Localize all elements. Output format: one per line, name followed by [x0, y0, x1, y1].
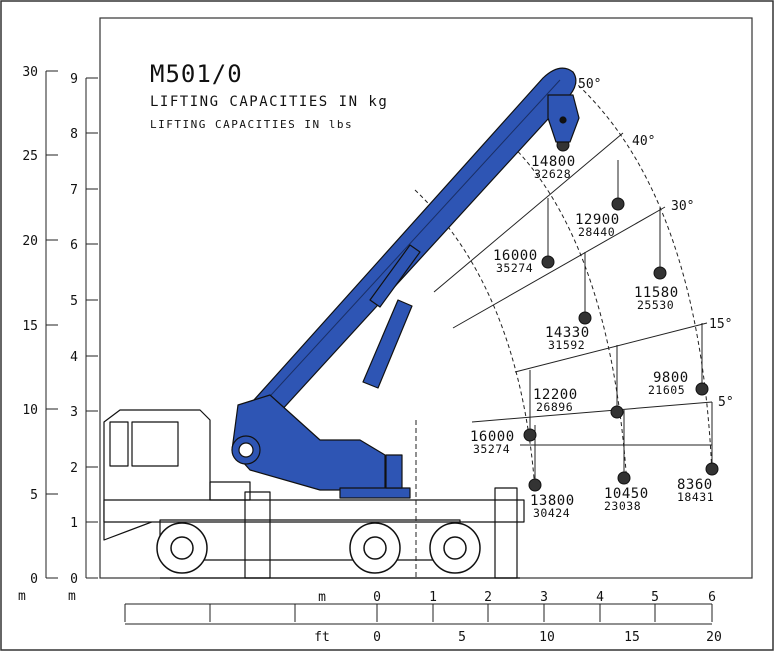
radius-arc-3	[567, 75, 713, 476]
bottom-m-tick: 5	[651, 590, 659, 605]
load-kg: 8360	[677, 477, 713, 493]
load-lbs: 23038	[604, 499, 641, 513]
bottom-ft-tick: 5	[458, 630, 466, 645]
bottom-ft-tick: 20	[706, 630, 722, 645]
left-ft-tick: 20	[22, 234, 38, 249]
left-ft-tick: 10	[22, 403, 38, 418]
load-marker	[528, 478, 542, 492]
left-m-tick: 0	[70, 572, 78, 587]
bottom-m-tick: 0	[373, 590, 381, 605]
left-ft-tick: 25	[22, 149, 38, 164]
left-m-unit: m	[68, 589, 76, 604]
left-m-tick: 5	[70, 294, 78, 309]
subtitle-lbs: LIFTING CAPACITIES IN lbs	[150, 118, 353, 131]
hang-lines	[529, 160, 713, 485]
bottom-ft-unit: ft	[314, 630, 330, 645]
load-lbs: 35274	[473, 442, 510, 456]
crane-boom	[231, 67, 580, 499]
angle-line-5	[471, 401, 713, 423]
angle-label-15: 15°	[709, 317, 732, 332]
load-marker	[617, 471, 631, 485]
bottom-ft-tick: 0	[373, 630, 381, 645]
bottom-m-axis	[124, 603, 713, 622]
angle-line-40	[433, 132, 624, 293]
load-lbs: 26896	[536, 400, 573, 414]
load-lbs: 35274	[496, 261, 533, 275]
bottom-m-tick: 1	[429, 590, 437, 605]
left-ft-axis	[45, 70, 58, 579]
angle-line-15	[514, 322, 708, 373]
bottom-ft-tick: 10	[539, 630, 555, 645]
left-ft-tick: 0	[30, 572, 38, 587]
load-kg: 13800	[530, 493, 575, 509]
angle-line-30	[452, 206, 666, 329]
left-ft-unit: m	[18, 589, 26, 604]
subtitle-kg: LIFTING CAPACITIES IN kg	[150, 94, 388, 110]
load-lbs: 28440	[578, 225, 615, 239]
bottom-ft-tick: 15	[624, 630, 640, 645]
angle-lines	[433, 132, 713, 446]
bottom-m-tick: 6	[708, 590, 716, 605]
load-lbs: 25530	[637, 298, 674, 312]
load-markers	[523, 138, 719, 492]
bottom-m-tick: 4	[596, 590, 604, 605]
load-marker	[610, 405, 624, 419]
bottom-m-unit: m	[318, 590, 326, 605]
angle-label-50: 50°	[578, 77, 601, 92]
load-lbs: 18431	[677, 490, 714, 504]
load-lbs: 32628	[534, 167, 571, 181]
load-kg: 14330	[545, 325, 590, 341]
load-kg: 12200	[533, 387, 578, 403]
left-ft-tick: 30	[22, 65, 38, 80]
telescoping-cylinder	[369, 244, 421, 308]
left-m-tick: 7	[70, 183, 78, 198]
truck-wheels	[156, 522, 481, 574]
load-marker	[653, 266, 667, 280]
load-marker	[523, 428, 537, 442]
left-m-tick: 2	[70, 461, 78, 476]
left-m-axis	[85, 77, 98, 579]
load-kg: 11580	[634, 285, 679, 301]
angle-label-30: 30°	[671, 199, 694, 214]
load-lbs: 21605	[648, 383, 685, 397]
load-kg: 10450	[604, 486, 649, 502]
turret	[339, 487, 411, 499]
bottom-m-tick: 2	[484, 590, 492, 605]
load-kg: 12900	[575, 212, 620, 228]
model-title: M501/0	[150, 60, 243, 88]
left-m-tick: 1	[70, 516, 78, 531]
load-kg: 14800	[531, 154, 576, 170]
left-m-tick: 4	[70, 350, 78, 365]
load-kg: 16000	[470, 429, 515, 445]
load-lbs: 31592	[548, 338, 585, 352]
angle-label-40: 40°	[632, 134, 655, 149]
load-marker	[541, 255, 555, 269]
load-lbs: 30424	[533, 506, 570, 520]
load-kg: 16000	[493, 248, 538, 264]
left-m-tick: 8	[70, 127, 78, 142]
left-m-tick: 3	[70, 405, 78, 420]
angle-label-5: 5°	[718, 395, 734, 410]
lift-cylinder	[362, 299, 413, 389]
left-ft-tick: 5	[30, 488, 38, 503]
load-marker	[611, 197, 625, 211]
radius-arc-2	[497, 131, 628, 486]
load-marker	[695, 382, 709, 396]
left-m-tick: 9	[70, 72, 78, 87]
load-kg: 9800	[653, 370, 689, 386]
load-marker	[705, 462, 719, 476]
cab-window	[131, 421, 179, 467]
bottom-m-tick: 3	[540, 590, 548, 605]
left-ft-tick: 15	[22, 319, 38, 334]
truck-chassis	[103, 499, 525, 523]
load-marker	[578, 311, 592, 325]
left-m-tick: 6	[70, 238, 78, 253]
